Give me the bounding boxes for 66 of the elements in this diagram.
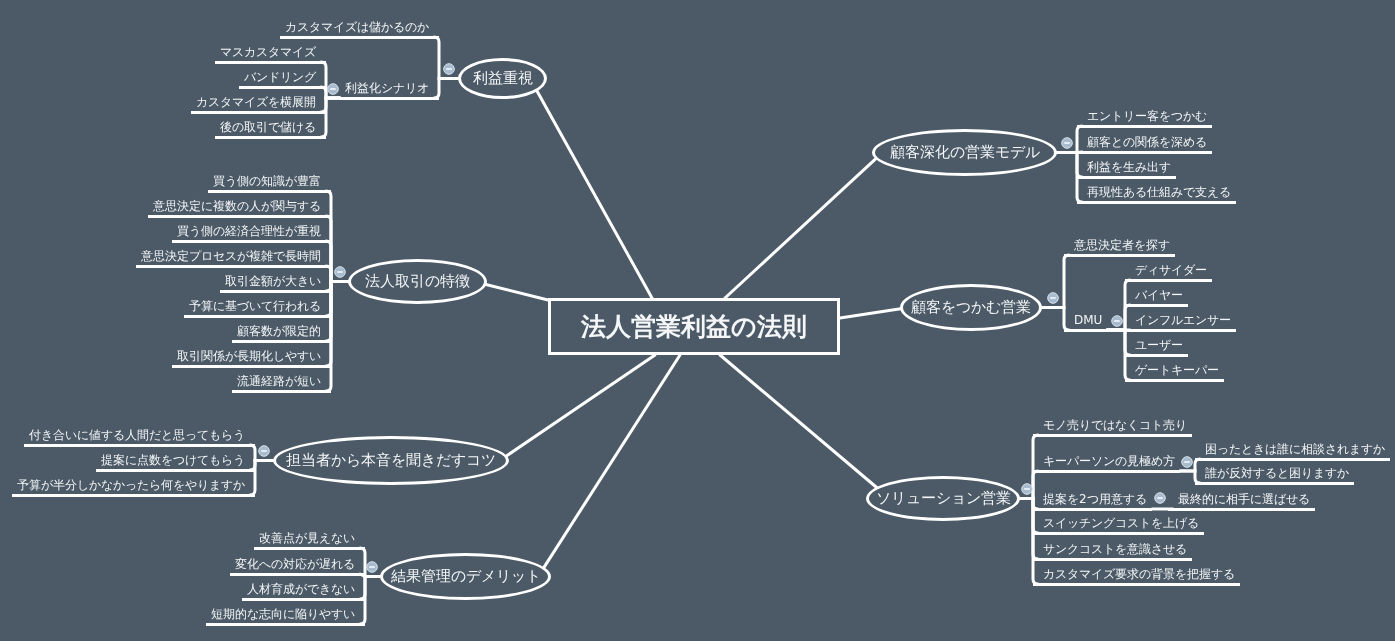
subtopic-label: バンドリング	[239, 69, 326, 89]
subtopic-label: カスタマイズ要求の背景を把握する	[1033, 566, 1240, 586]
branch-line	[319, 96, 342, 139]
branch-line	[542, 353, 682, 570]
subtopic-label: 流通経路が短い	[232, 373, 331, 393]
subtopic-label: 再現性ある仕組みで支える	[1077, 184, 1236, 204]
subtopic-label: ユーザー	[1125, 337, 1188, 357]
subtopic-label: 困ったときは誰に相談されますか	[1195, 441, 1390, 461]
branch-line	[1178, 469, 1202, 485]
subtopic-label: 短期的な志向に陥りやすい	[206, 606, 365, 626]
branch-line	[432, 77, 460, 100]
subtopic-label: スイッチングコストを上げる	[1033, 515, 1204, 535]
subtopic-label: ディサイダー	[1125, 262, 1212, 282]
subtopic-label: 買う側の知識が豊富	[208, 173, 331, 193]
subtopic-label: 付き合いに値する人間だと思ってもらう	[24, 427, 255, 447]
subtopic-label: 予算が半分しかなかったら何をやりますか	[12, 477, 255, 497]
subtopic-label: バイヤー	[1125, 287, 1188, 307]
branch-line	[1105, 328, 1132, 382]
topic-ellipse: 顧客をつかむ営業	[900, 284, 1042, 331]
branch-line	[504, 353, 657, 458]
subtopic-label: 誰が反対すると困りますか	[1195, 465, 1354, 485]
branch-line	[1040, 306, 1071, 332]
branch-line	[718, 353, 879, 489]
topic-ellipse: 利益重視	[458, 58, 547, 99]
topic-ellipse: 結果管理のデメリット	[380, 553, 551, 600]
topic-ellipse: 顧客深化の営業モデル	[872, 129, 1057, 176]
branch-line	[484, 283, 550, 302]
subtopic-label: DMU	[1064, 312, 1108, 332]
subtopic-label: マスカスタマイズ	[215, 44, 326, 64]
branch-line	[358, 575, 382, 626]
subtopic-label: 後の取引で儲ける	[215, 119, 326, 139]
subtopic-label: 利益を生み出す	[1077, 159, 1176, 179]
subtopic-label: 提案を2つ用意する	[1033, 491, 1152, 511]
central-topic-box: 法人営業利益の法則	[548, 298, 840, 355]
subtopic-label: 意思決定に複数の人が関与する	[148, 198, 331, 218]
subtopic-label: 顧客数が限定的	[232, 323, 331, 343]
subtopic-label: カスタマイズを横展開	[191, 94, 326, 114]
subtopic-label: カスタマイズは儲かるのか	[280, 19, 439, 39]
subtopic-label: 取引関係が長期化しやすい	[172, 348, 331, 368]
branch-line	[1055, 151, 1084, 204]
subtopic-label: インフルエンサー	[1125, 312, 1236, 332]
branch-line	[1018, 497, 1040, 586]
topic-ellipse: ソリューション営業	[866, 476, 1020, 521]
branch-line	[248, 459, 275, 497]
subtopic-label: 改善点が見えない	[254, 530, 365, 550]
subtopic-label: 最終的に相手に選ばせる	[1168, 491, 1315, 511]
branch-line	[535, 89, 654, 300]
subtopic-label: 人材育成ができない	[242, 581, 365, 601]
subtopic-label: モノ売りではなくコト売り	[1033, 417, 1192, 437]
branch-line	[723, 157, 878, 300]
subtopic-label: エントリー客をつかむ	[1077, 108, 1212, 128]
subtopic-label: ゲートキーパー	[1125, 362, 1224, 382]
topic-ellipse: 担当者から本音を聞きだすコツ	[273, 436, 509, 485]
subtopic-label: 提案に点数をつけてもらう	[96, 452, 255, 472]
branch-line	[838, 307, 903, 320]
subtopic-label: 意思決定者を探す	[1064, 237, 1175, 257]
subtopic-label: 買う側の経済合理性が重視	[172, 223, 331, 243]
subtopic-label: サンクコストを意識させる	[1033, 541, 1192, 561]
subtopic-label: 顧客との関係を深める	[1077, 134, 1212, 154]
subtopic-label: キーパーソンの見極め方	[1033, 453, 1180, 473]
subtopic-label: 利益化シナリオ	[340, 80, 439, 100]
subtopic-label: 予算に基づいて行われる	[184, 298, 331, 318]
subtopic-label: 取引金額が大きい	[220, 273, 331, 293]
topic-ellipse: 法人取引の特徴	[348, 259, 487, 304]
subtopic-label: 意思決定プロセスが複雑で長時間	[136, 248, 331, 268]
subtopic-label: 変化への対応が遅れる	[230, 556, 365, 576]
